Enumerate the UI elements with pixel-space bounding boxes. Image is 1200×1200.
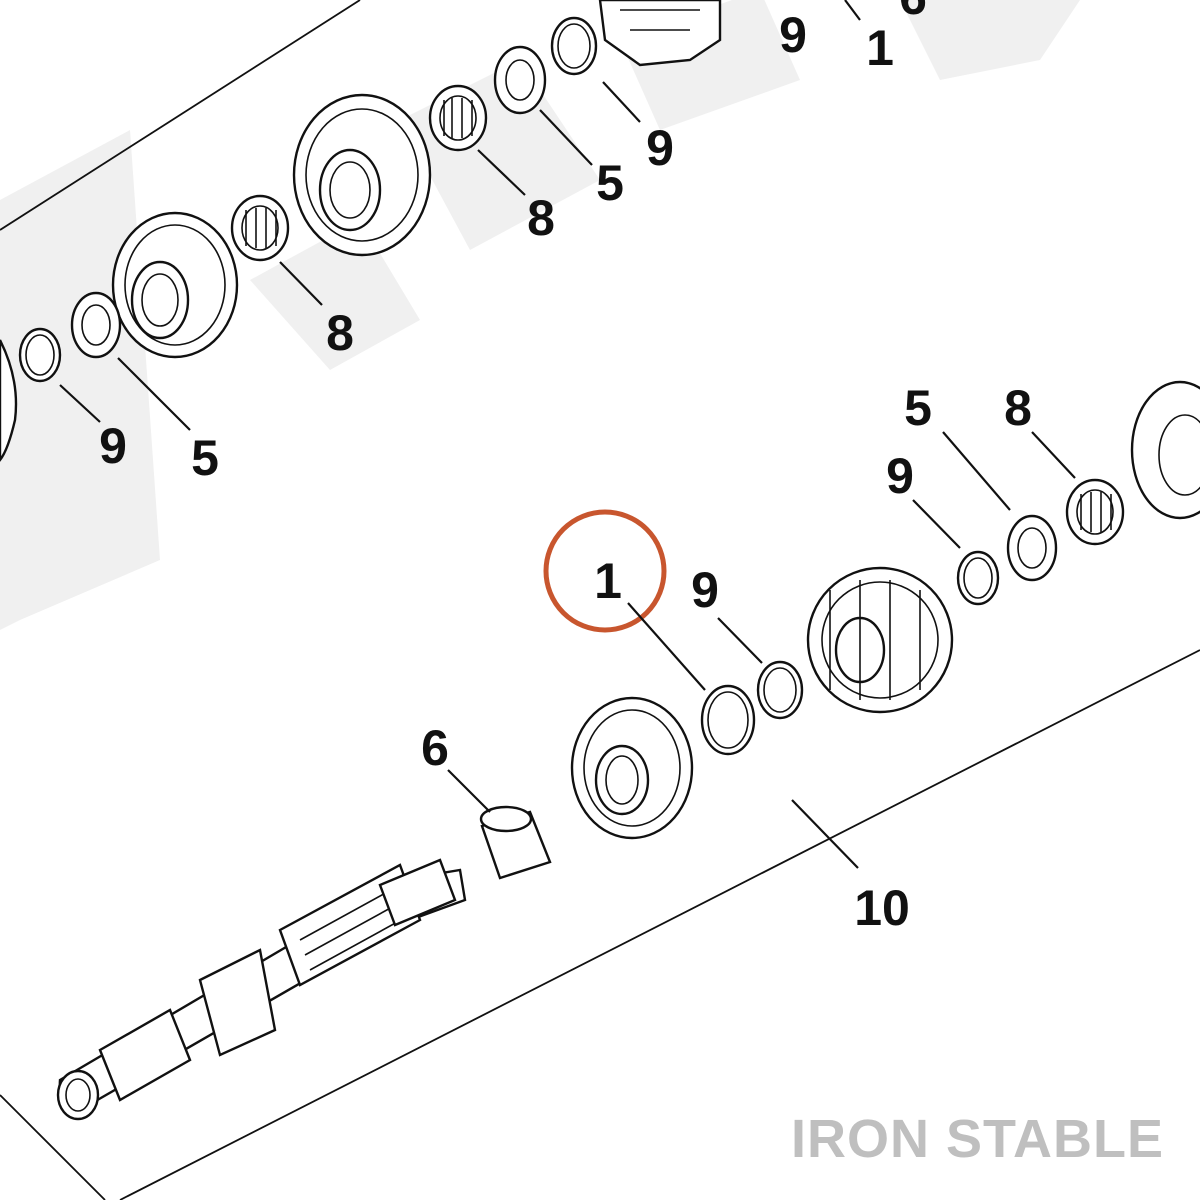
snap-ring-center [756,660,804,720]
snap-ring-left [18,327,62,383]
callout-right-8: 8 [1004,380,1032,436]
callout-top-8a: 8 [527,190,555,246]
top-shift-gear [598,0,722,67]
callout-bottom-10: 10 [854,880,910,936]
snap-ring-right [956,550,1000,606]
main-shaft [56,858,467,1121]
callout-left-9: 9 [99,418,127,474]
highlighted-washer [700,684,756,756]
callout-top-6: 6 [899,0,927,25]
callout-top-8b: 8 [326,305,354,361]
partial-gear-left-edge [0,339,18,462]
callout-left-5: 5 [191,430,219,486]
callout-top-9a: 9 [779,7,807,63]
small-gear-lower [570,696,694,840]
needle-bearing-top-left [230,194,290,262]
needle-bearing-right [1065,478,1125,546]
callout-bottom-6: 6 [421,720,449,776]
callout-top-1: 1 [866,20,894,76]
bushing [479,805,552,880]
callout-right-9: 9 [886,448,914,504]
callout-right-5: 5 [904,380,932,436]
large-gear-top [292,93,432,257]
brand-watermark: IRON STABLE [791,1109,1164,1169]
thrust-washer-top [493,45,547,115]
dog-gear-center [806,566,954,714]
callout-top-5: 5 [596,155,624,211]
gear-right-edge [1130,380,1200,520]
needle-bearing-top-right [428,84,488,152]
callout-numbers: 9 1 6 9 5 8 8 9 5 5 8 9 1 9 6 10 [99,0,1032,936]
leader-lines [59,0,1076,869]
callout-top-9b: 9 [646,120,674,176]
thrust-washer-left [70,291,122,359]
thrust-washer-right [1006,514,1058,582]
highlight-circle [543,509,667,633]
medium-gear-top [111,211,239,359]
snap-ring-top [550,16,598,76]
callout-highlighted-1: 1 [594,553,622,609]
callout-mid-9: 9 [691,562,719,618]
